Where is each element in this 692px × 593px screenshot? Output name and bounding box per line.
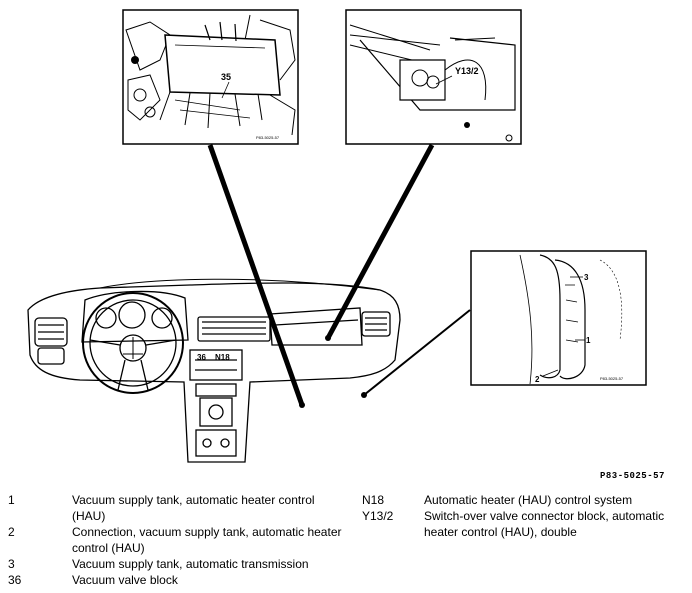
inset1-code: P83-5025-57 bbox=[256, 135, 280, 140]
legend-code: 2 bbox=[8, 525, 15, 539]
legend-code: 1 bbox=[8, 493, 15, 507]
legend-item: 1 Vacuum supply tank, automatic heater c… bbox=[8, 492, 348, 524]
inset3-code: P83-5025-57 bbox=[600, 376, 624, 381]
component-location-diagram: 35 P83-5025-57 Y13/2 3 1 2 P83-5025-57 bbox=[27, 9, 647, 463]
legend-desc: Automatic heater (HAU) control system bbox=[424, 493, 633, 507]
inset3-label-2: 2 bbox=[535, 375, 540, 384]
inset-vacuum-valve-block: 35 P83-5025-57 bbox=[122, 9, 299, 145]
legend-left: 1 Vacuum supply tank, automatic heater c… bbox=[8, 492, 348, 588]
legend-desc: Vacuum valve block bbox=[72, 573, 178, 587]
legend-right: N18 Automatic heater (HAU) control syste… bbox=[362, 492, 682, 540]
inset2-label-y13-2: Y13/2 bbox=[455, 66, 479, 76]
dashboard-drawing bbox=[27, 278, 401, 463]
legend-desc: Vacuum supply tank, automatic transmissi… bbox=[72, 557, 309, 571]
legend-code: 3 bbox=[8, 557, 15, 571]
inset1-label-35: 35 bbox=[221, 72, 231, 82]
leader-lines bbox=[207, 143, 471, 408]
dash-label-n18: N18 bbox=[215, 353, 230, 362]
legend-item: Y13/2 Switch-over valve connector block,… bbox=[362, 508, 682, 540]
legend-item: N18 Automatic heater (HAU) control syste… bbox=[362, 492, 682, 508]
inset3-label-1: 1 bbox=[586, 336, 591, 345]
legend-item: 2 Connection, vacuum supply tank, automa… bbox=[8, 524, 348, 556]
legend-desc: Connection, vacuum supply tank, automati… bbox=[72, 525, 342, 555]
legend-item: 36 Vacuum valve block bbox=[8, 572, 348, 588]
inset-vacuum-tanks: 3 1 2 P83-5025-57 bbox=[470, 250, 647, 386]
legend-code: 36 bbox=[8, 573, 22, 587]
dash-label-36: 36 bbox=[197, 353, 206, 362]
legend-item: 3 Vacuum supply tank, automatic transmis… bbox=[8, 556, 348, 572]
legend-code: N18 bbox=[362, 493, 385, 507]
legend-code: Y13/2 bbox=[362, 509, 394, 523]
figure-id: P83-5025-57 bbox=[600, 471, 665, 481]
legend-desc: Vacuum supply tank, automatic heater con… bbox=[72, 493, 315, 523]
inset-switch-over-valve: Y13/2 bbox=[345, 9, 522, 145]
inset3-label-3: 3 bbox=[584, 273, 589, 282]
diagram-svg: 35 P83-5025-57 Y13/2 3 1 2 P83-5025-57 bbox=[27, 9, 647, 463]
legend-desc: Switch-over valve connector block, autom… bbox=[424, 509, 665, 539]
